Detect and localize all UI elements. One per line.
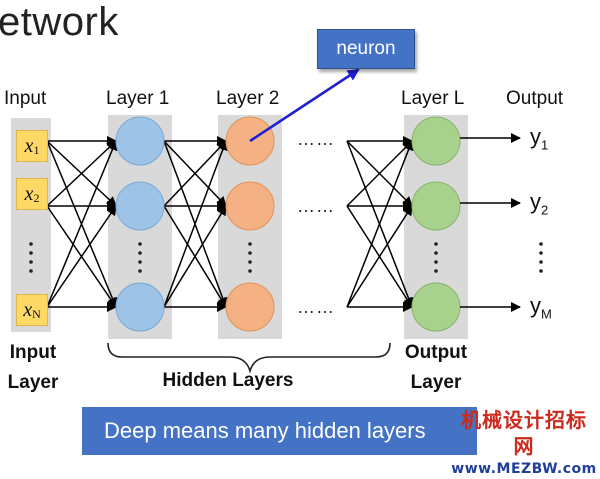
edge-layer1-layer2 (163, 205, 227, 308)
deep-banner: Deep means many hidden layers (82, 407, 477, 455)
output-neuron (411, 116, 461, 166)
output-ym: yM (530, 293, 552, 321)
output-y1: y1 (530, 124, 548, 152)
output-y2-sub: 2 (541, 202, 549, 218)
edge-layer1-layer2 (163, 140, 227, 207)
page-title: etwork (0, 0, 119, 44)
output-y2-base: y (530, 189, 541, 214)
output-y1-base: y (530, 124, 541, 149)
curly-brace-icon (107, 342, 391, 374)
input-x2-sub: 2 (33, 190, 40, 205)
ellipsis-row-1: …… (297, 129, 335, 149)
header-layer-1: Layer 1 (106, 88, 170, 109)
neuron-callout: neuron (317, 29, 415, 69)
input-layer-label-2: Layer (7, 372, 59, 393)
layer1-neuron (115, 282, 165, 332)
output-ym-base: y (530, 293, 541, 318)
layer2-neuron (225, 181, 275, 231)
hidden-layers-label: Hidden Layers (162, 370, 294, 391)
header-layer-2: Layer 2 (216, 88, 280, 109)
watermark-line-2: www.MEZBW.com (451, 461, 597, 477)
vertical-dots-icon (29, 242, 543, 273)
output-ym-sub: M (541, 306, 552, 322)
neuron-nodes (115, 116, 461, 332)
edge-layer1-layer2 (163, 140, 228, 308)
output-neuron (411, 282, 461, 332)
ellipsis-row-3: …… (297, 297, 335, 317)
edge-hidden-output (346, 140, 414, 308)
edge-hidden-output (346, 140, 413, 207)
layer1-neuron (115, 181, 165, 231)
edge-input-layer1 (46, 205, 117, 308)
connection-lines (46, 136, 414, 312)
watermark-line-1: 机械设计招标网 (461, 408, 587, 458)
layer1-neuron (115, 116, 165, 166)
output-neuron (411, 181, 461, 231)
edge-input-layer1 (46, 140, 118, 308)
input-xn-sub: N (32, 306, 41, 321)
output-y2: y2 (530, 189, 548, 217)
ellipsis-row-2: …… (297, 196, 335, 216)
header-input: Input (4, 88, 47, 109)
neuron-pointer-line (249, 68, 360, 143)
edge-hidden-output (346, 205, 413, 308)
input-x1-base: x (24, 134, 34, 157)
input-xn-base: x (23, 298, 33, 321)
output-layer-label-1: Output (404, 342, 468, 363)
header-output: Output (506, 88, 564, 109)
watermark: 机械设计招标网 www.MEZBW.com (451, 407, 597, 477)
layer2-neuron (225, 282, 275, 332)
input-layer-label-1: Input (9, 342, 57, 363)
input-x2-base: x (24, 182, 34, 205)
output-y1-sub: 1 (541, 137, 549, 153)
output-layer-label-2: Layer (410, 372, 462, 393)
arrow-right-icon (460, 133, 521, 312)
network-diagram (11, 68, 543, 374)
edge-input-layer1 (46, 140, 117, 207)
header-layer-l: Layer L (401, 88, 465, 109)
input-x1-sub: 1 (33, 142, 40, 157)
